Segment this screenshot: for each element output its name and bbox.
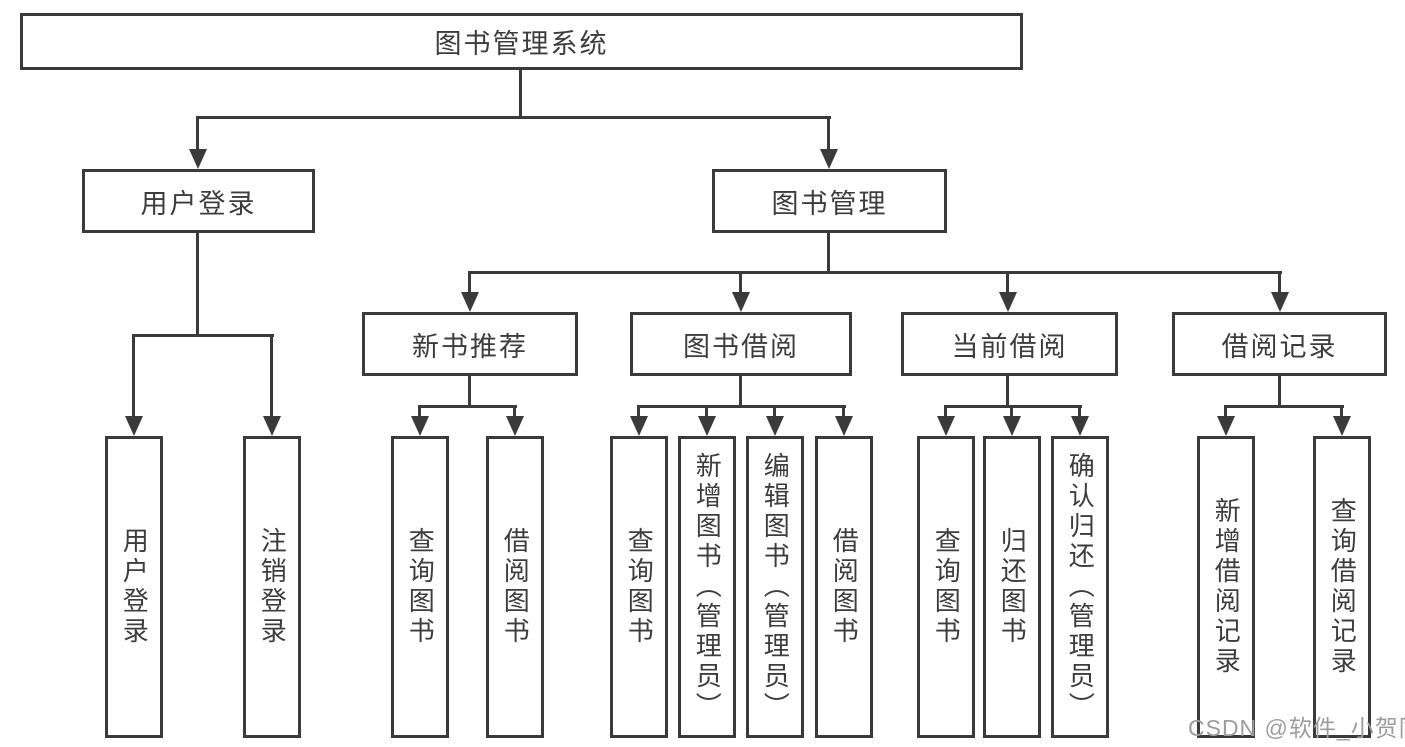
leaf-label: 新增借阅记录 — [1211, 497, 1242, 677]
arrow-down-icon — [263, 416, 281, 436]
node-label: 图书借阅 — [683, 331, 799, 362]
arrow-down-icon — [1003, 416, 1021, 436]
connector-line — [132, 335, 135, 420]
node-book-borrow: 图书借阅 — [630, 312, 852, 376]
connector-line — [468, 271, 1282, 274]
leaf-label: 用户登录 — [119, 527, 150, 647]
arrow-down-icon — [766, 416, 784, 436]
connector-line — [196, 233, 199, 337]
arrow-down-icon — [506, 416, 524, 436]
connector-line — [827, 233, 830, 274]
leaf-label: 新增图书（管理员） — [692, 452, 723, 722]
connector-line — [1278, 375, 1281, 408]
leaf-query-book-1: 查询图书 — [391, 436, 449, 738]
connector-line — [132, 334, 274, 337]
leaf-add-borrow-record: 新增借阅记录 — [1197, 436, 1255, 738]
leaf-label: 借阅图书 — [829, 527, 860, 647]
connector-line — [418, 405, 517, 408]
connector-line — [773, 406, 776, 420]
node-library-management-system: 图书管理系统 — [20, 13, 1023, 70]
arrow-down-icon — [630, 416, 648, 436]
node-label: 图书管理系统 — [434, 29, 609, 59]
leaf-label: 查询图书 — [405, 527, 436, 647]
connector-line — [1340, 406, 1343, 420]
connector-line — [944, 406, 947, 420]
connector-line — [705, 406, 708, 420]
connector-line — [196, 117, 199, 153]
connector-line — [270, 335, 273, 420]
connector-line — [842, 406, 845, 420]
connector-line — [513, 406, 516, 420]
leaf-borrow-book-2: 借阅图书 — [815, 436, 873, 738]
arrow-down-icon — [1217, 416, 1235, 436]
node-label: 新书推荐 — [412, 331, 528, 362]
node-book-management: 图书管理 — [712, 169, 947, 233]
leaf-label: 编辑图书（管理员） — [760, 452, 791, 722]
leaf-label: 注销登录 — [257, 527, 288, 647]
arrow-down-icon — [732, 292, 750, 312]
connector-line — [519, 70, 522, 119]
arrow-down-icon — [411, 416, 429, 436]
connector-line — [418, 406, 421, 420]
leaf-logout: 注销登录 — [243, 436, 301, 738]
connector-line — [1006, 272, 1009, 296]
leaf-label: 查询图书 — [931, 527, 962, 647]
connector-line — [827, 117, 830, 153]
node-label: 借阅记录 — [1221, 331, 1338, 362]
connector-line — [637, 406, 640, 420]
node-label: 图书管理 — [771, 188, 888, 219]
node-label: 用户登录 — [140, 188, 257, 219]
arrow-down-icon — [189, 149, 207, 169]
connector-line — [1224, 406, 1227, 420]
leaf-return-book: 归还图书 — [983, 436, 1041, 738]
connector-line — [1078, 406, 1081, 420]
node-borrow-records: 借阅记录 — [1172, 312, 1387, 376]
leaf-query-book-3: 查询图书 — [917, 436, 975, 738]
connector-line — [468, 272, 471, 296]
connector-line — [1224, 405, 1344, 408]
arrow-down-icon — [1333, 416, 1351, 436]
connector-line — [1278, 272, 1281, 296]
arrow-down-icon — [698, 416, 716, 436]
arrow-down-icon — [461, 292, 479, 312]
node-new-book-recommend: 新书推荐 — [362, 312, 578, 376]
node-user-login: 用户登录 — [82, 169, 315, 233]
connector-line — [739, 375, 742, 408]
leaf-label: 借阅图书 — [500, 527, 531, 647]
connector-line — [196, 116, 831, 119]
leaf-add-book-admin: 新增图书（管理员） — [678, 436, 736, 738]
connector-line — [1010, 406, 1013, 420]
connector-line — [468, 375, 471, 408]
leaf-edit-book-admin: 编辑图书（管理员） — [746, 436, 804, 738]
arrow-down-icon — [125, 416, 143, 436]
connector-line — [1006, 375, 1009, 408]
leaf-user-login: 用户登录 — [105, 436, 163, 738]
leaf-label: 归还图书 — [997, 527, 1028, 647]
arrow-down-icon — [835, 416, 853, 436]
leaf-label: 查询图书 — [624, 527, 655, 647]
csdn-watermark: CSDN @软件_小贺同学 — [1188, 715, 1405, 741]
arrow-down-icon — [999, 292, 1017, 312]
arrow-down-icon — [1271, 292, 1289, 312]
leaf-borrow-book-1: 借阅图书 — [486, 436, 544, 738]
node-current-borrow: 当前借阅 — [901, 312, 1118, 376]
leaf-confirm-return-admin: 确认归还（管理员） — [1051, 436, 1109, 738]
connector-line — [944, 405, 1082, 408]
leaf-query-borrow-record: 查询借阅记录 — [1313, 436, 1371, 738]
arrow-down-icon — [820, 149, 838, 169]
connector-line — [739, 272, 742, 296]
connector-line — [637, 405, 846, 408]
leaf-query-book-2: 查询图书 — [610, 436, 668, 738]
arrow-down-icon — [937, 416, 955, 436]
leaf-label: 确认归还（管理员） — [1065, 452, 1096, 722]
node-label: 当前借阅 — [951, 331, 1068, 362]
leaf-label: 查询借阅记录 — [1327, 497, 1358, 677]
arrow-down-icon — [1071, 416, 1089, 436]
